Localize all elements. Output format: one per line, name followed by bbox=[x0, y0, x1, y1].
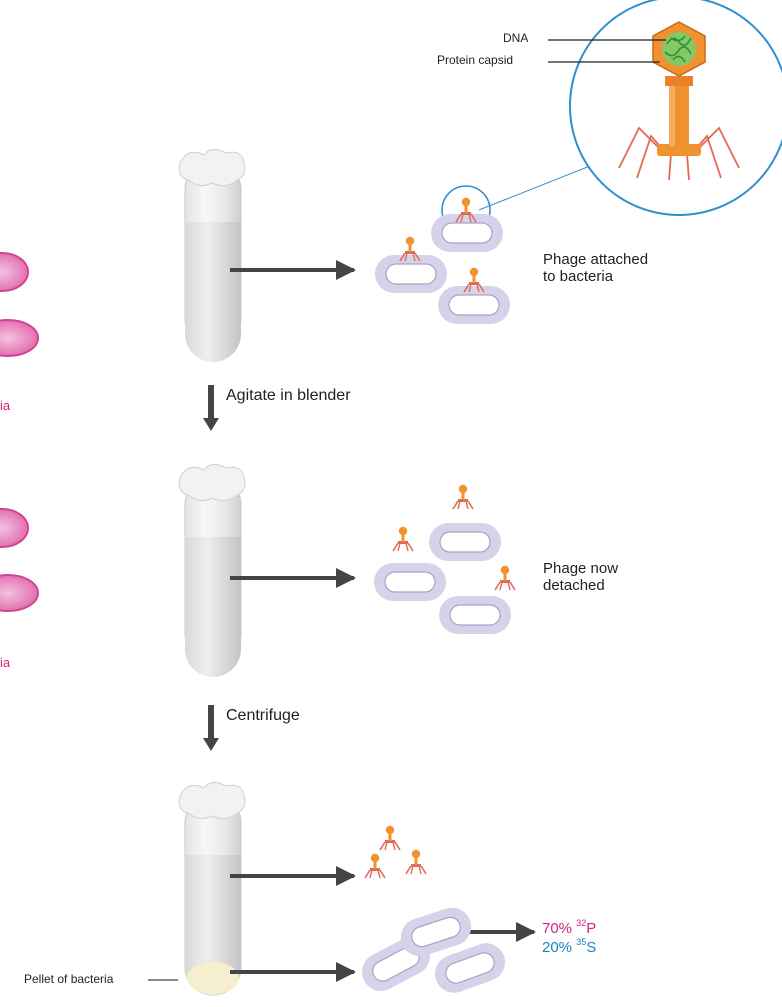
centrifuge-label: Centrifuge bbox=[226, 707, 300, 724]
p32-mass: 32 bbox=[576, 918, 587, 928]
phage-attached-line1: Phage attached bbox=[543, 251, 649, 268]
phage bbox=[494, 564, 516, 591]
bacterium bbox=[373, 562, 447, 602]
phage-detached-line2: detached bbox=[543, 577, 605, 595]
bacteria-pellet bbox=[187, 962, 239, 994]
p32-percent: 70% bbox=[542, 920, 573, 937]
test-tube-1 bbox=[178, 149, 246, 362]
step-arrow-1 bbox=[208, 385, 214, 419]
pink-cell bbox=[0, 319, 39, 357]
phage-detached-label: Phage now detached bbox=[543, 560, 618, 595]
s35-mass: 35 bbox=[576, 937, 587, 947]
phage-detail bbox=[618, 21, 740, 181]
p32-symbol: P bbox=[586, 920, 597, 937]
phage bbox=[392, 525, 414, 552]
protein-capsid-label: Protein capsid bbox=[437, 53, 514, 67]
phage-attached-label: Phage attached to bacteria bbox=[543, 251, 648, 286]
phage bbox=[364, 852, 386, 879]
bacterium bbox=[437, 285, 511, 325]
test-tube-2 bbox=[178, 464, 246, 677]
result-s35: 20% 35S bbox=[542, 937, 596, 956]
phage-attached-line2: to bacteria bbox=[543, 268, 614, 286]
pink-cell bbox=[0, 252, 29, 292]
bacterium bbox=[374, 254, 448, 294]
s35-percent: 20% bbox=[542, 939, 573, 956]
dna-label: DNA bbox=[503, 31, 529, 45]
bacterium bbox=[428, 522, 502, 562]
result-p32: 70% 32P bbox=[542, 918, 596, 937]
phage-detached-line1: Phage now bbox=[543, 560, 619, 577]
phage bbox=[379, 824, 401, 851]
test-tube-3 bbox=[178, 782, 246, 996]
pellet-label: Pellet of bacteria bbox=[24, 972, 114, 986]
bacterium bbox=[438, 595, 512, 635]
left-edge-label-2: ia bbox=[0, 655, 11, 670]
left-edge-label-1: ia bbox=[0, 398, 11, 413]
zoom-connector-line bbox=[478, 161, 601, 211]
s35-symbol: S bbox=[586, 939, 597, 956]
phage bbox=[452, 483, 474, 510]
bacterium bbox=[430, 213, 504, 253]
bacteria-pellet-cluster bbox=[354, 902, 511, 999]
agitate-label: Agitate in blender bbox=[226, 387, 351, 404]
pink-cell bbox=[0, 574, 39, 612]
phage bbox=[405, 848, 427, 875]
pink-cell bbox=[0, 508, 29, 548]
step-arrow-2 bbox=[208, 705, 214, 739]
